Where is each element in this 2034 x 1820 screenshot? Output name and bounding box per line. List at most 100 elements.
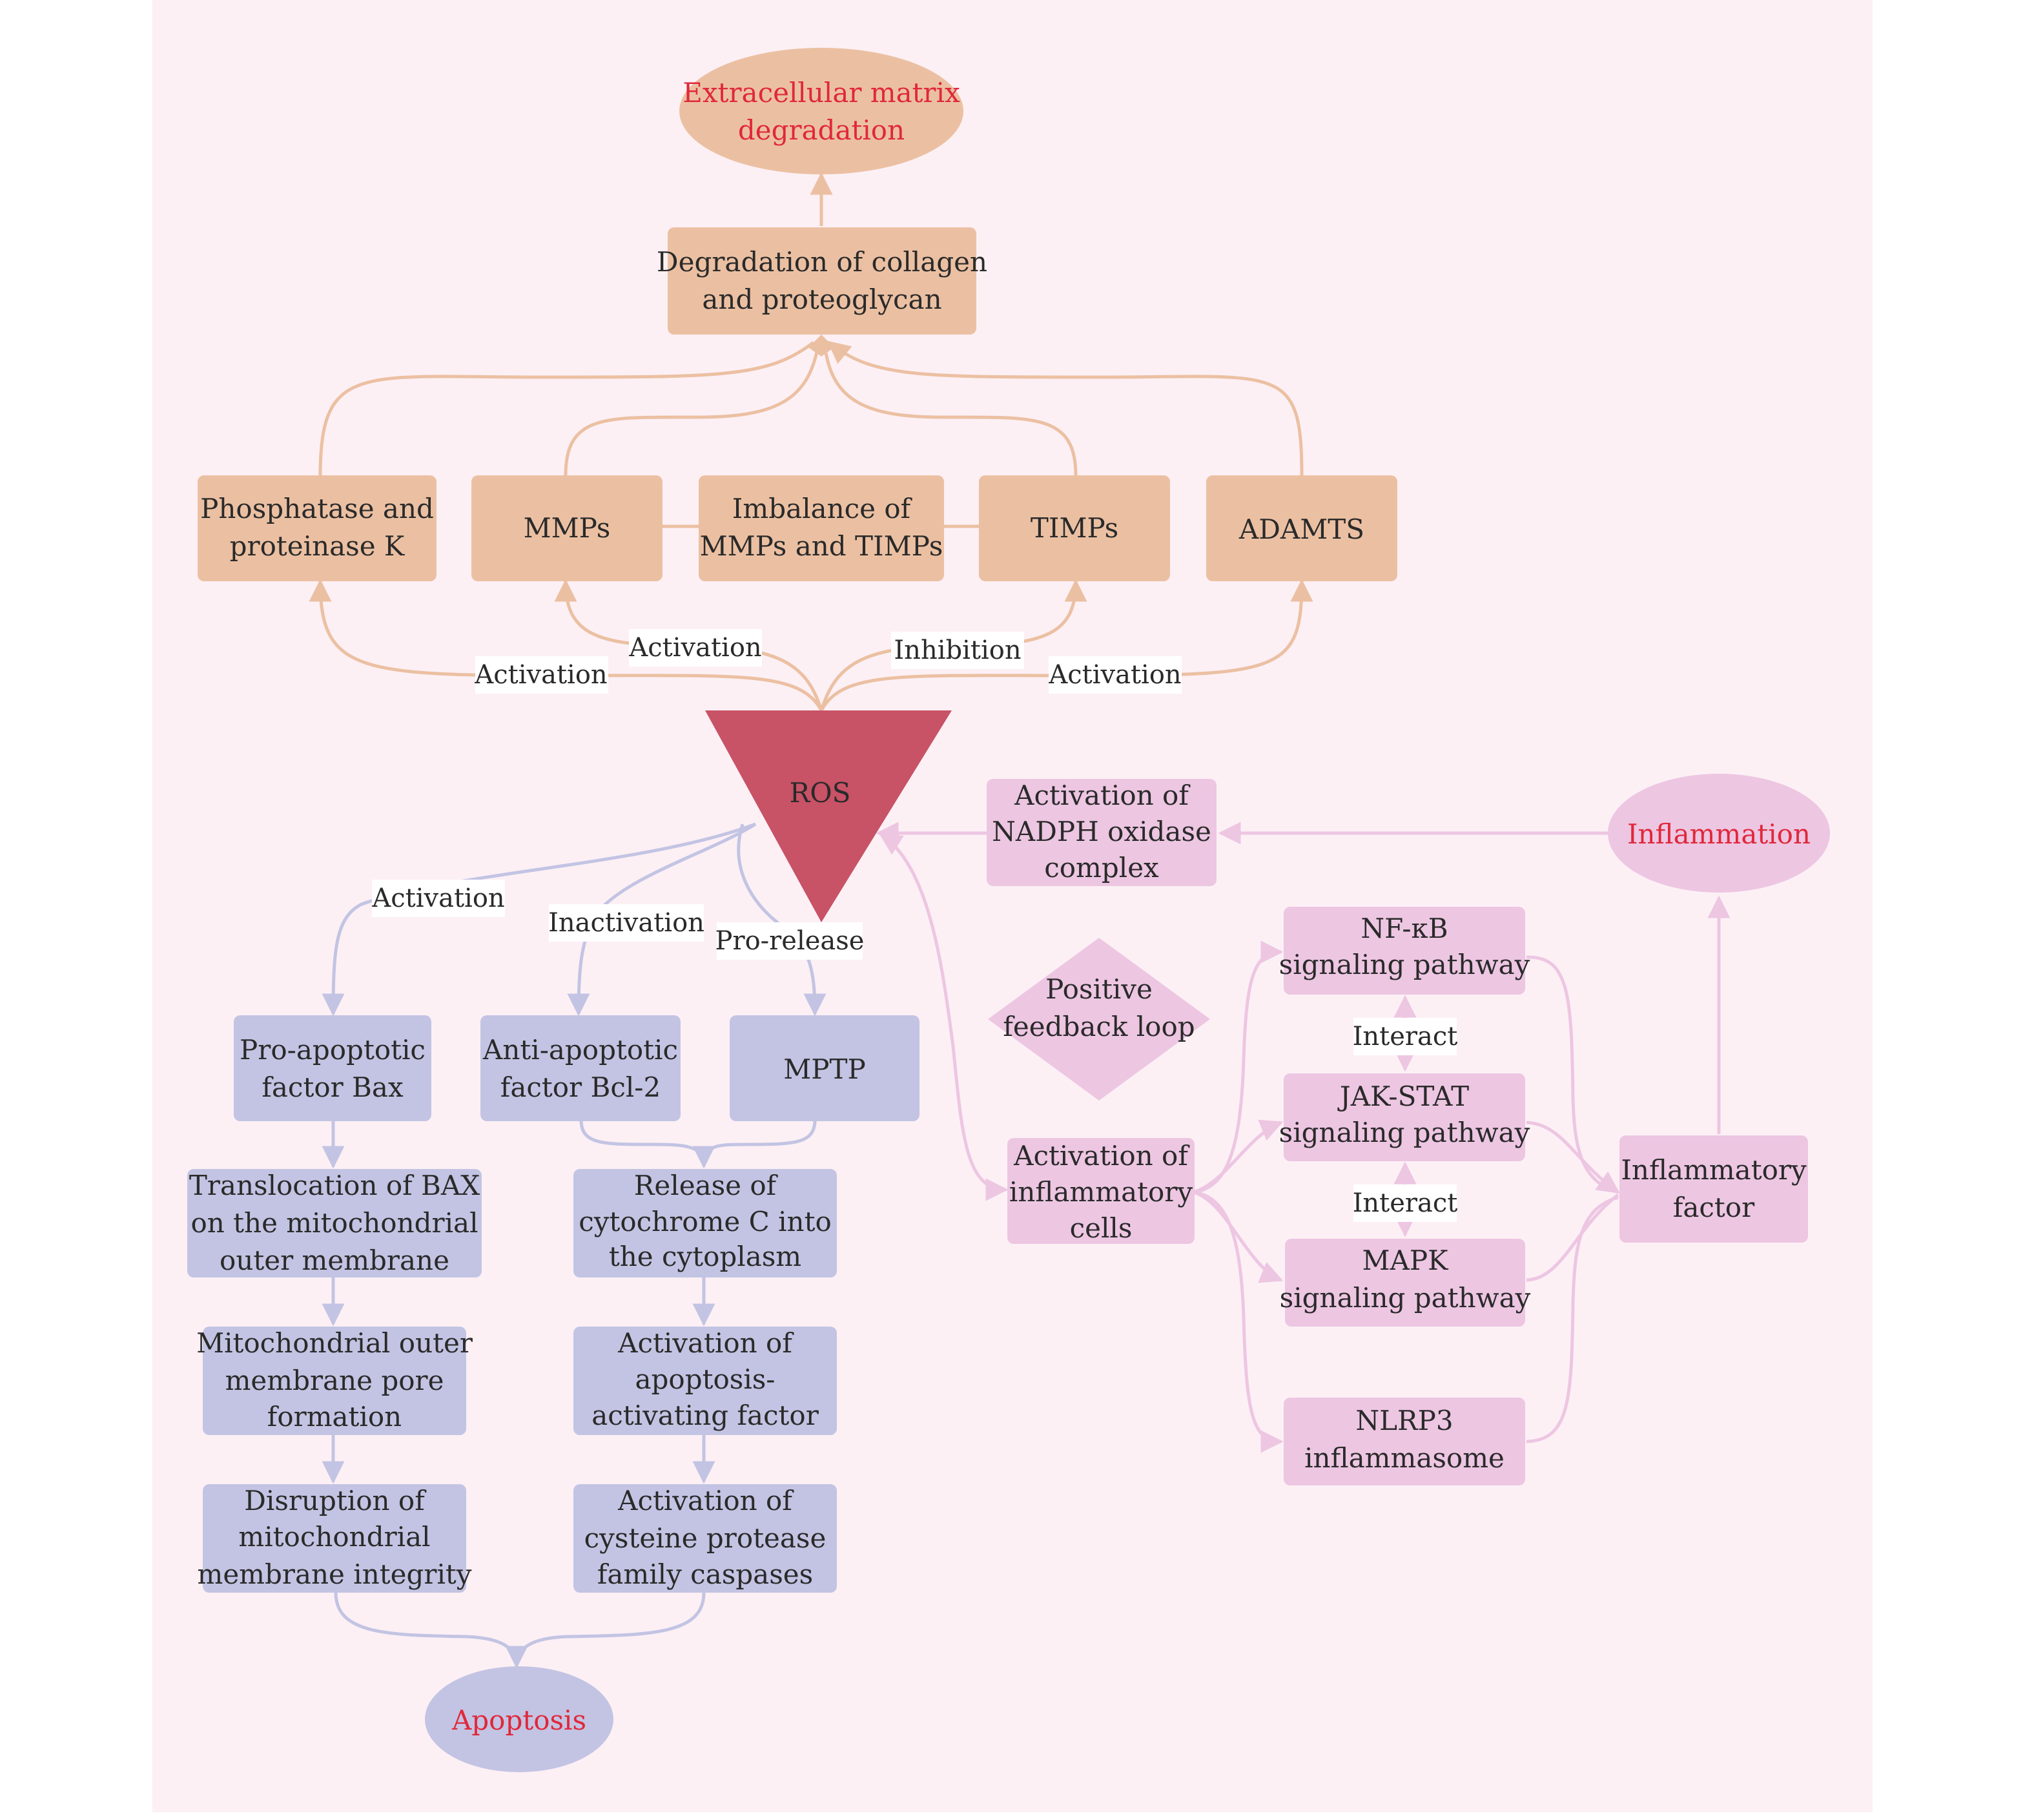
label-interact-2: Interact [1353,1188,1458,1218]
edge-nlrp3-to-factor [1526,1195,1619,1443]
node-pore-line2: membrane pore [225,1365,444,1396]
edge-mapk-to-factor [1526,1194,1619,1282]
node-caspases: Activation of cysteine protease family cas… [573,1484,837,1593]
edge-disruption-to-apoptosis [334,1592,528,1669]
node-translocation-line1: Translocation of BAX [189,1170,480,1201]
node-disruption-line2: mitochondrial [238,1521,430,1553]
node-translocation-line2: on the mitochondrial [190,1207,478,1239]
apoptosis-nodes: Pro-apoptotic factor Bax Anti-apoptotic fa… [187,1015,919,1772]
edge-adamts-to-degradation [827,340,1304,476]
inflammation-edges [876,822,1731,1453]
edge-nfkb-to-factor [1526,955,1619,1194]
node-apaf: Activation of apoptosis-activating factor [573,1327,837,1435]
node-inflammation-label: Inflammation [1627,818,1811,850]
edge-caspases-to-apoptosis [515,1592,706,1667]
node-inflam-cells: Activation of inflammatory cells [1007,1138,1195,1244]
node-bcl2-line2: factor Bcl-2 [500,1071,661,1103]
node-inflam-factor-line1: Inflammatory [1621,1154,1807,1186]
node-inflam-factor: Inflammatory factor [1619,1135,1808,1243]
node-mapk-line2: signaling pathway [1280,1282,1531,1314]
edge-timps-to-degradation [823,348,1078,476]
node-inflam-cells-line3: cells [1070,1212,1133,1244]
node-inflam-factor-line2: factor [1673,1192,1755,1223]
node-apaf-line1: Activation of [617,1327,794,1359]
node-nadph-line2: NADPH oxidase [992,816,1211,847]
node-caspases-line1: Activation of [617,1485,794,1516]
node-degradation-line2: and proteoglycan [702,284,941,315]
node-cytochrome-line2: cytochrome C into [579,1206,832,1237]
node-pore-line3: formation [267,1401,402,1432]
node-bax-line1: Pro-apoptotic [240,1034,426,1066]
node-degradation-line1: Degradation of collagen [657,246,987,278]
node-apaf-line2: apoptosis- [635,1363,776,1395]
node-caspases-line3: family caspases [597,1558,813,1590]
node-bcl2-line1: Anti-apoptotic [482,1034,678,1066]
label-prorelease-mptp: Pro-release [715,926,865,956]
node-apoptosis-label: Apoptosis [451,1704,586,1736]
node-mmps-label: MMPs [524,512,611,544]
node-disruption-line3: membrane integrity [198,1558,472,1590]
label-interact-1: Interact [1353,1022,1458,1051]
edge-ros-inflamcells [879,832,1009,1201]
edge-mptp-to-cytochrome [702,1119,817,1167]
node-inflam-cells-line1: Activation of [1013,1140,1190,1172]
node-mptp-label: MPTP [783,1053,866,1085]
node-nfkb-line2: signaling pathway [1279,949,1530,980]
node-apaf-line3: activating factor [591,1400,819,1431]
node-caspases-line2: cysteine protease [584,1522,827,1554]
node-nadph-line3: complex [1044,852,1159,884]
edge-labels: Activation Activation Inhibition Activat… [371,629,1457,1222]
node-inflam-cells-line2: inflammatory [1009,1176,1193,1208]
node-disruption: Disruption of mitochondrial membrane integ… [198,1484,472,1593]
node-ros: ROS [705,710,952,922]
node-phosphatase-line1: Phosphatase and [200,493,434,524]
edge-mmps-to-degradation [564,348,819,476]
node-ecm-line2: degradation [738,114,905,146]
node-timps: TIMPs [979,475,1170,581]
node-inflammation: Inflammation [1608,774,1830,893]
node-nadph-line1: Activation of [1014,780,1191,811]
edge-cells-to-mapk [1193,1190,1284,1283]
node-disruption-line1: Disruption of [244,1485,427,1516]
label-activation-adamts: Activation [1048,660,1181,690]
node-translocation: Translocation of BAX on the mitochondrial… [187,1169,482,1277]
node-adamts-label: ADAMTS [1238,513,1364,545]
node-adamts: ADAMTS [1206,475,1397,581]
node-apoptosis: Apoptosis [425,1666,613,1772]
node-jakstat-line1: JAK-STAT [1337,1081,1469,1112]
node-bax-line2: factor Bax [262,1071,404,1103]
label-inhibition-timps: Inhibition [894,636,1021,665]
node-cytochrome-line1: Release of [634,1170,779,1201]
node-nadph: Activation of NADPH oxidase complex [987,779,1217,886]
node-mmps: MMPs [471,475,663,581]
node-imbalance-line1: Imbalance of [732,493,913,524]
edge-cells-to-jakstat [1193,1119,1284,1194]
node-ros-label: ROS [790,777,851,809]
inflammation-nodes: Activation of NADPH oxidase complex Inflam… [987,774,1830,1485]
node-translocation-line3: outer membrane [220,1245,449,1276]
